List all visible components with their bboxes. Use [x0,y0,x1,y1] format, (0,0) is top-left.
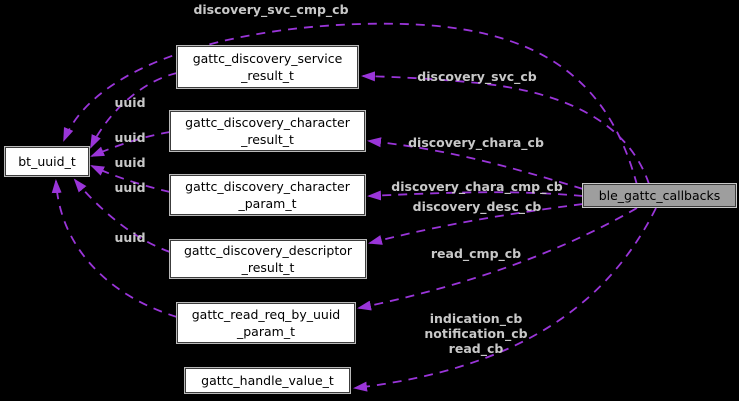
edge-label-discovery-chara-cb: discovery_chara_cb [408,135,544,150]
node-gattc-read-req-by-uuid-param-t[interactable]: gattc_read_req_by_uuid _param_t [177,303,355,343]
edge-label-uuid-5: uuid [114,230,146,245]
edge-uuid-service [90,72,178,149]
node-label-line: _param_t [238,196,297,211]
edge-label-discovery-desc-cb: discovery_desc_cb [412,199,542,214]
node-label-line: _result_t [241,260,295,275]
node-label-line: gattc_discovery_character [185,115,350,130]
edge-uuid-char-result [90,131,171,157]
node-label-line: gattc_read_req_by_uuid [191,307,341,322]
edge-label-notification-cb: notification_cb [424,326,528,341]
edge-discovery-chara-cmp-cb [367,190,584,201]
node-bt-uuid-t[interactable]: bt_uuid_t [5,147,89,176]
node-label-line: _result_t [241,68,294,83]
node-gattc-discovery-character-result-t[interactable]: gattc_discovery_character _result_t [170,111,365,151]
edge-read-cmp-cb [357,207,638,311]
node-gattc-discovery-character-param-t[interactable]: gattc_discovery_character _param_t [170,175,365,215]
node-label-line: bt_uuid_t [18,154,76,169]
node-label-line: gattc_discovery_service [192,51,343,66]
edge-label-discovery-svc-cmp-cb: discovery_svc_cmp_cb [193,2,349,17]
edge-label-discovery-svc-cb: discovery_svc_cb [417,69,537,84]
node-label-line: gattc_discovery_character [185,179,350,194]
node-gattc-handle-value-t[interactable]: gattc_handle_value_t [185,368,350,393]
edge-label-read-cmp-cb: read_cmp_cb [430,246,522,261]
node-gattc-discovery-service-result-t[interactable]: gattc_discovery_service _result_t [177,46,358,88]
edge-indication-notification-read-cb [353,207,657,392]
edge-label-uuid-1: uuid [114,95,146,110]
edge-label-indication-cb: indication_cb [429,311,523,326]
edge-label-uuid-3: uuid [114,155,146,170]
edge-discovery-svc-cb [361,71,650,185]
edge-discovery-chara-cb [367,137,584,190]
node-gattc-discovery-descriptor-result-t[interactable]: gattc_discovery_descriptor _result_t [170,240,366,278]
node-label-line: gattc_handle_value_t [201,373,334,388]
node-label-line: _param_t [237,324,295,339]
edge-label-read-cb: read_cb [448,341,504,356]
edge-label-discovery-chara-cmp-cb: discovery_chara_cmp_cb [391,179,563,194]
node-ble-gattc-callbacks[interactable]: ble_gattc_callbacks [583,184,736,207]
node-label-line: ble_gattc_callbacks [598,188,721,203]
node-label-line: _result_t [241,132,294,147]
edge-uuid-read-req [51,179,178,318]
edge-label-uuid-4: uuid [114,180,146,195]
edge-label-uuid-2: uuid [114,130,146,145]
node-label-line: gattc_discovery_descriptor [183,243,353,258]
